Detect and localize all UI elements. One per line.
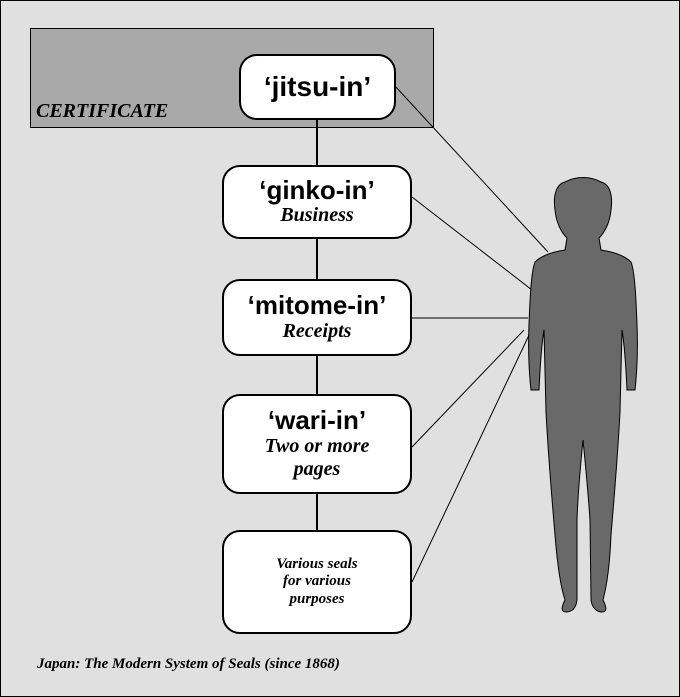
- diagram-caption: Japan: The Modern System of Seals (since…: [37, 656, 340, 672]
- seal-use-line: Various seals: [276, 556, 358, 573]
- seal-wari-in: ‘wari-in’ Two or more pages: [222, 394, 412, 494]
- seal-ginko-in: ‘ginko-in’ Business: [222, 165, 412, 239]
- seal-use-line: for various: [283, 573, 351, 590]
- seal-use: Business: [280, 204, 354, 227]
- link-line-jitsu: [394, 85, 549, 253]
- seal-name: ‘ginko-in’: [259, 174, 375, 205]
- seal-use-line: Two or more: [264, 434, 370, 457]
- seal-jitsu-in: ‘jitsu-in’: [239, 54, 396, 120]
- seal-use-line: purposes: [289, 590, 345, 607]
- seal-mitome-in: ‘mitome-in’ Receipts: [222, 279, 412, 356]
- seal-use: Receipts: [282, 319, 352, 342]
- seal-use-line: pages: [293, 457, 341, 480]
- seal-name: ‘jitsu-in’: [263, 71, 372, 103]
- link-line-wari: [411, 329, 525, 448]
- certificate-label: CERTIFICATE: [36, 100, 169, 122]
- seal-various: Various seals for various purposes: [222, 530, 412, 634]
- person-silhouette: [528, 177, 638, 613]
- seal-name: ‘wari-in’: [267, 405, 367, 436]
- seal-name: ‘mitome-in’: [247, 290, 387, 321]
- link-line-various: [411, 332, 531, 583]
- link-line-ginko: [411, 196, 533, 291]
